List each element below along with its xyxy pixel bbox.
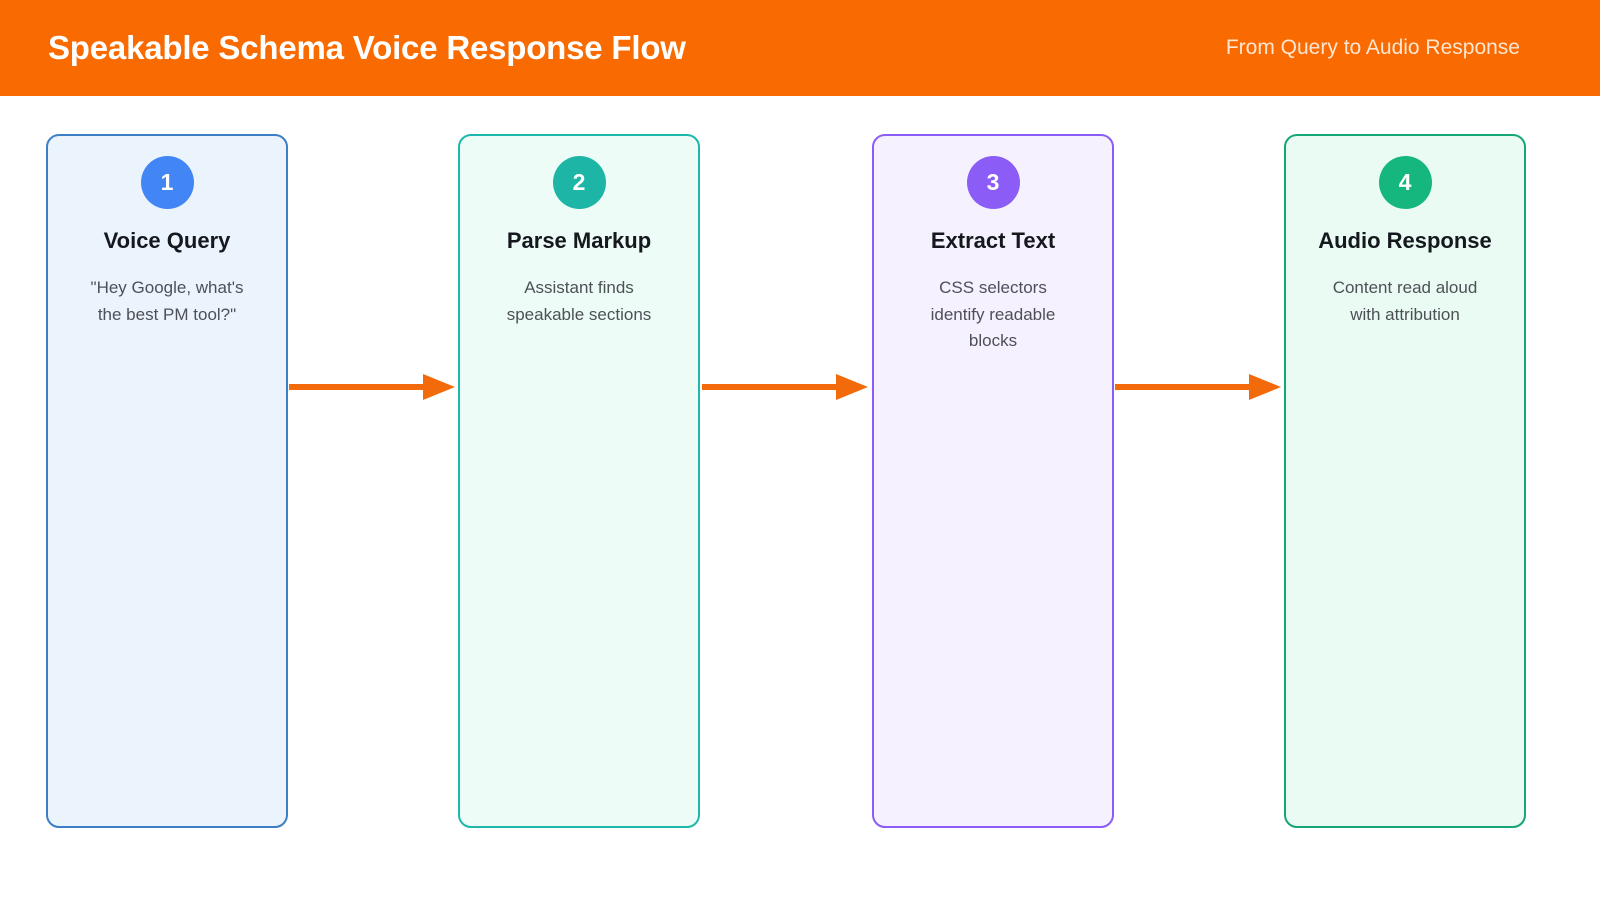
page-header: Speakable Schema Voice Response Flow Fro… (0, 0, 1600, 96)
flow-step-card-2[interactable]: 2 Parse Markup Assistant finds speakable… (458, 134, 700, 828)
flow-step-card-1[interactable]: 1 Voice Query "Hey Google, what's the be… (46, 134, 288, 828)
flow-step-card-3[interactable]: 3 Extract Text CSS selectors identify re… (872, 134, 1114, 828)
step-description-4: Content read aloud with attribution (1332, 278, 1478, 324)
step-title-4: Audio Response (1318, 228, 1492, 253)
page-title: Speakable Schema Voice Response Flow (48, 29, 686, 66)
step-title-1: Voice Query (103, 228, 231, 253)
step-description-3: CSS selectors identify readable blocks (930, 278, 1056, 351)
step-description-2: Assistant finds speakable sections (506, 278, 652, 324)
step-number-badge-1: 1 (140, 156, 194, 209)
step-number-badge-3: 3 (966, 156, 1020, 209)
step-title-3: Extract Text (930, 228, 1056, 253)
flow-diagram: 1 Voice Query "Hey Google, what's the be… (0, 96, 1600, 900)
step-number-badge-2: 2 (552, 156, 606, 209)
step-description-1: "Hey Google, what's the best PM tool?" (90, 278, 244, 324)
flow-step-card-4[interactable]: 4 Audio Response Content read aloud with… (1284, 134, 1526, 828)
step-title-2: Parse Markup (506, 228, 652, 253)
flow-arrow-2-to-3 (702, 372, 868, 402)
step-number-badge-4: 4 (1378, 156, 1432, 209)
flow-arrow-3-to-4 (1115, 372, 1281, 402)
page-subtitle: From Query to Audio Response (1225, 36, 1520, 59)
flow-arrow-1-to-2 (289, 372, 455, 402)
